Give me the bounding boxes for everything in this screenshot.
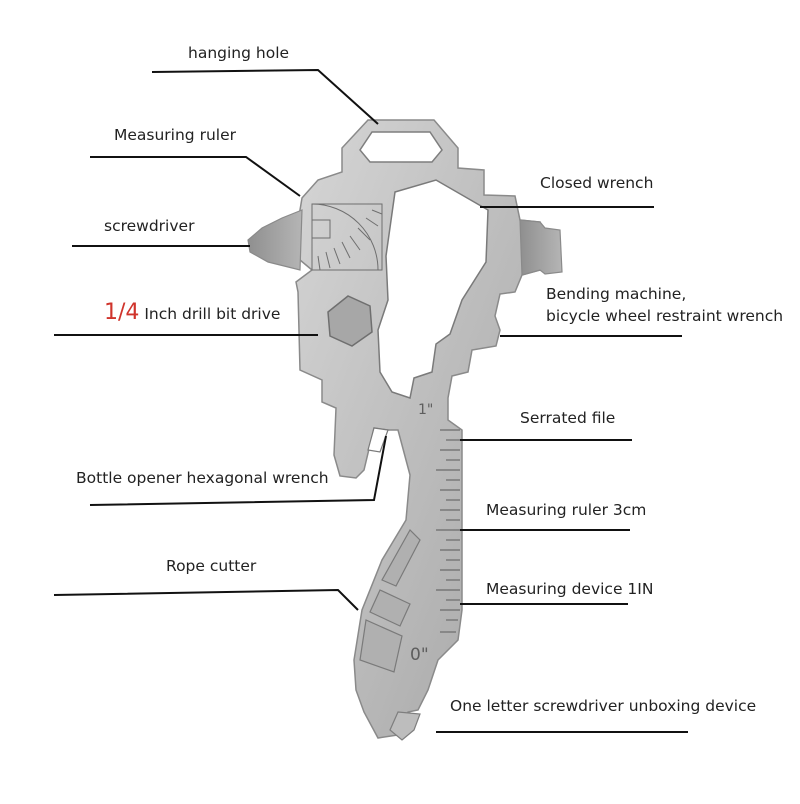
- label-bending-line2: bicycle wheel restraint wrench: [546, 307, 784, 325]
- mark-one-inch: 1": [418, 402, 433, 418]
- label-closed-wrench: Closed wrench: [540, 174, 654, 192]
- screwdriver-tip: [247, 209, 303, 271]
- leader-measuring-ruler: [90, 156, 301, 197]
- label-drill-drive: 1/4 Inch drill bit drive: [104, 302, 280, 325]
- rope-cutter-steps: [359, 529, 421, 673]
- inner-opening: [377, 179, 489, 399]
- label-serrated-file: Serrated file: [520, 409, 616, 427]
- label-bending-line1: Bending machine,: [546, 285, 687, 303]
- hanging-hole: [359, 131, 443, 163]
- hex-drill-hole: [327, 295, 373, 347]
- bottle-opener-notch: [367, 427, 389, 453]
- bottom-screwdriver-tip: [389, 711, 421, 741]
- label-bottle-opener: Bottle opener hexagonal wrench: [76, 469, 329, 487]
- label-rope-cutter: Rope cutter: [166, 557, 257, 575]
- leader-hanging-hole: [151, 68, 379, 125]
- drill-fraction: 1/4: [104, 300, 140, 325]
- label-device-1in: Measuring device 1IN: [486, 580, 654, 598]
- label-measuring-ruler: Measuring ruler: [114, 126, 236, 144]
- leader-rope-cutter: [53, 588, 359, 611]
- leader-lines: [53, 68, 688, 733]
- side-hex-block: [519, 219, 563, 276]
- label-hanging-hole: hanging hole: [188, 44, 290, 62]
- mark-zero-inch: 0": [410, 645, 429, 665]
- label-one-letter: One letter screwdriver unboxing device: [450, 697, 757, 715]
- protractor-ruler: [311, 203, 383, 271]
- label-screwdriver: screwdriver: [104, 217, 195, 235]
- label-ruler-3cm: Measuring ruler 3cm: [486, 501, 647, 519]
- drill-text: Inch drill bit drive: [144, 305, 281, 323]
- leader-bottle-opener: [89, 435, 387, 506]
- ruler-ticks: [436, 429, 460, 633]
